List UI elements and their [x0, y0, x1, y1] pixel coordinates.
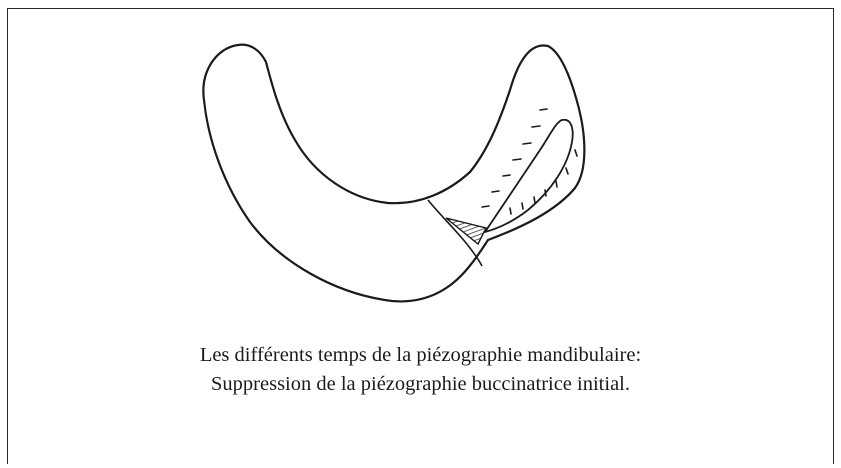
caption-line-1: Les différents temps de la piézographie …	[0, 340, 841, 370]
caption-line-2: Suppression de la piézographie buccinatr…	[0, 369, 841, 399]
mandibular-arch-outline	[203, 45, 584, 302]
hatched-region	[446, 218, 486, 244]
buccinator-segment-outline	[485, 120, 573, 232]
